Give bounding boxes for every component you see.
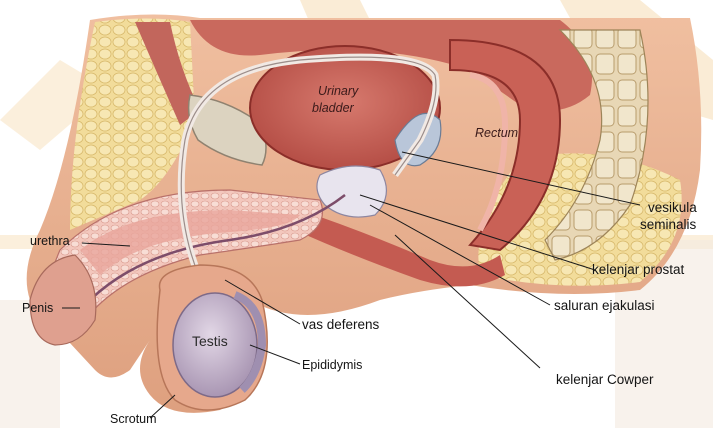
label-seminalis: seminalis — [640, 217, 697, 232]
label-scrotum: Scrotum — [110, 412, 157, 426]
label-kelenjar-prostat: kelenjar prostat — [592, 262, 685, 277]
label-urinary-bladder-2: bladder — [312, 101, 355, 115]
label-urethra: urethra — [30, 234, 70, 248]
label-rectum: Rectum — [475, 126, 518, 140]
label-penis: Penis — [22, 301, 53, 315]
label-saluran-ejakulasi: saluran ejakulasi — [554, 298, 655, 313]
label-testis: Testis — [192, 333, 228, 349]
label-urinary-bladder-1: Urinary — [318, 84, 359, 98]
label-vas-deferens: vas deferens — [302, 317, 380, 332]
label-kelenjar-cowper: kelenjar Cowper — [556, 372, 654, 387]
label-epididymis: Epididymis — [302, 358, 362, 372]
label-vesikula: vesikula — [648, 200, 697, 215]
